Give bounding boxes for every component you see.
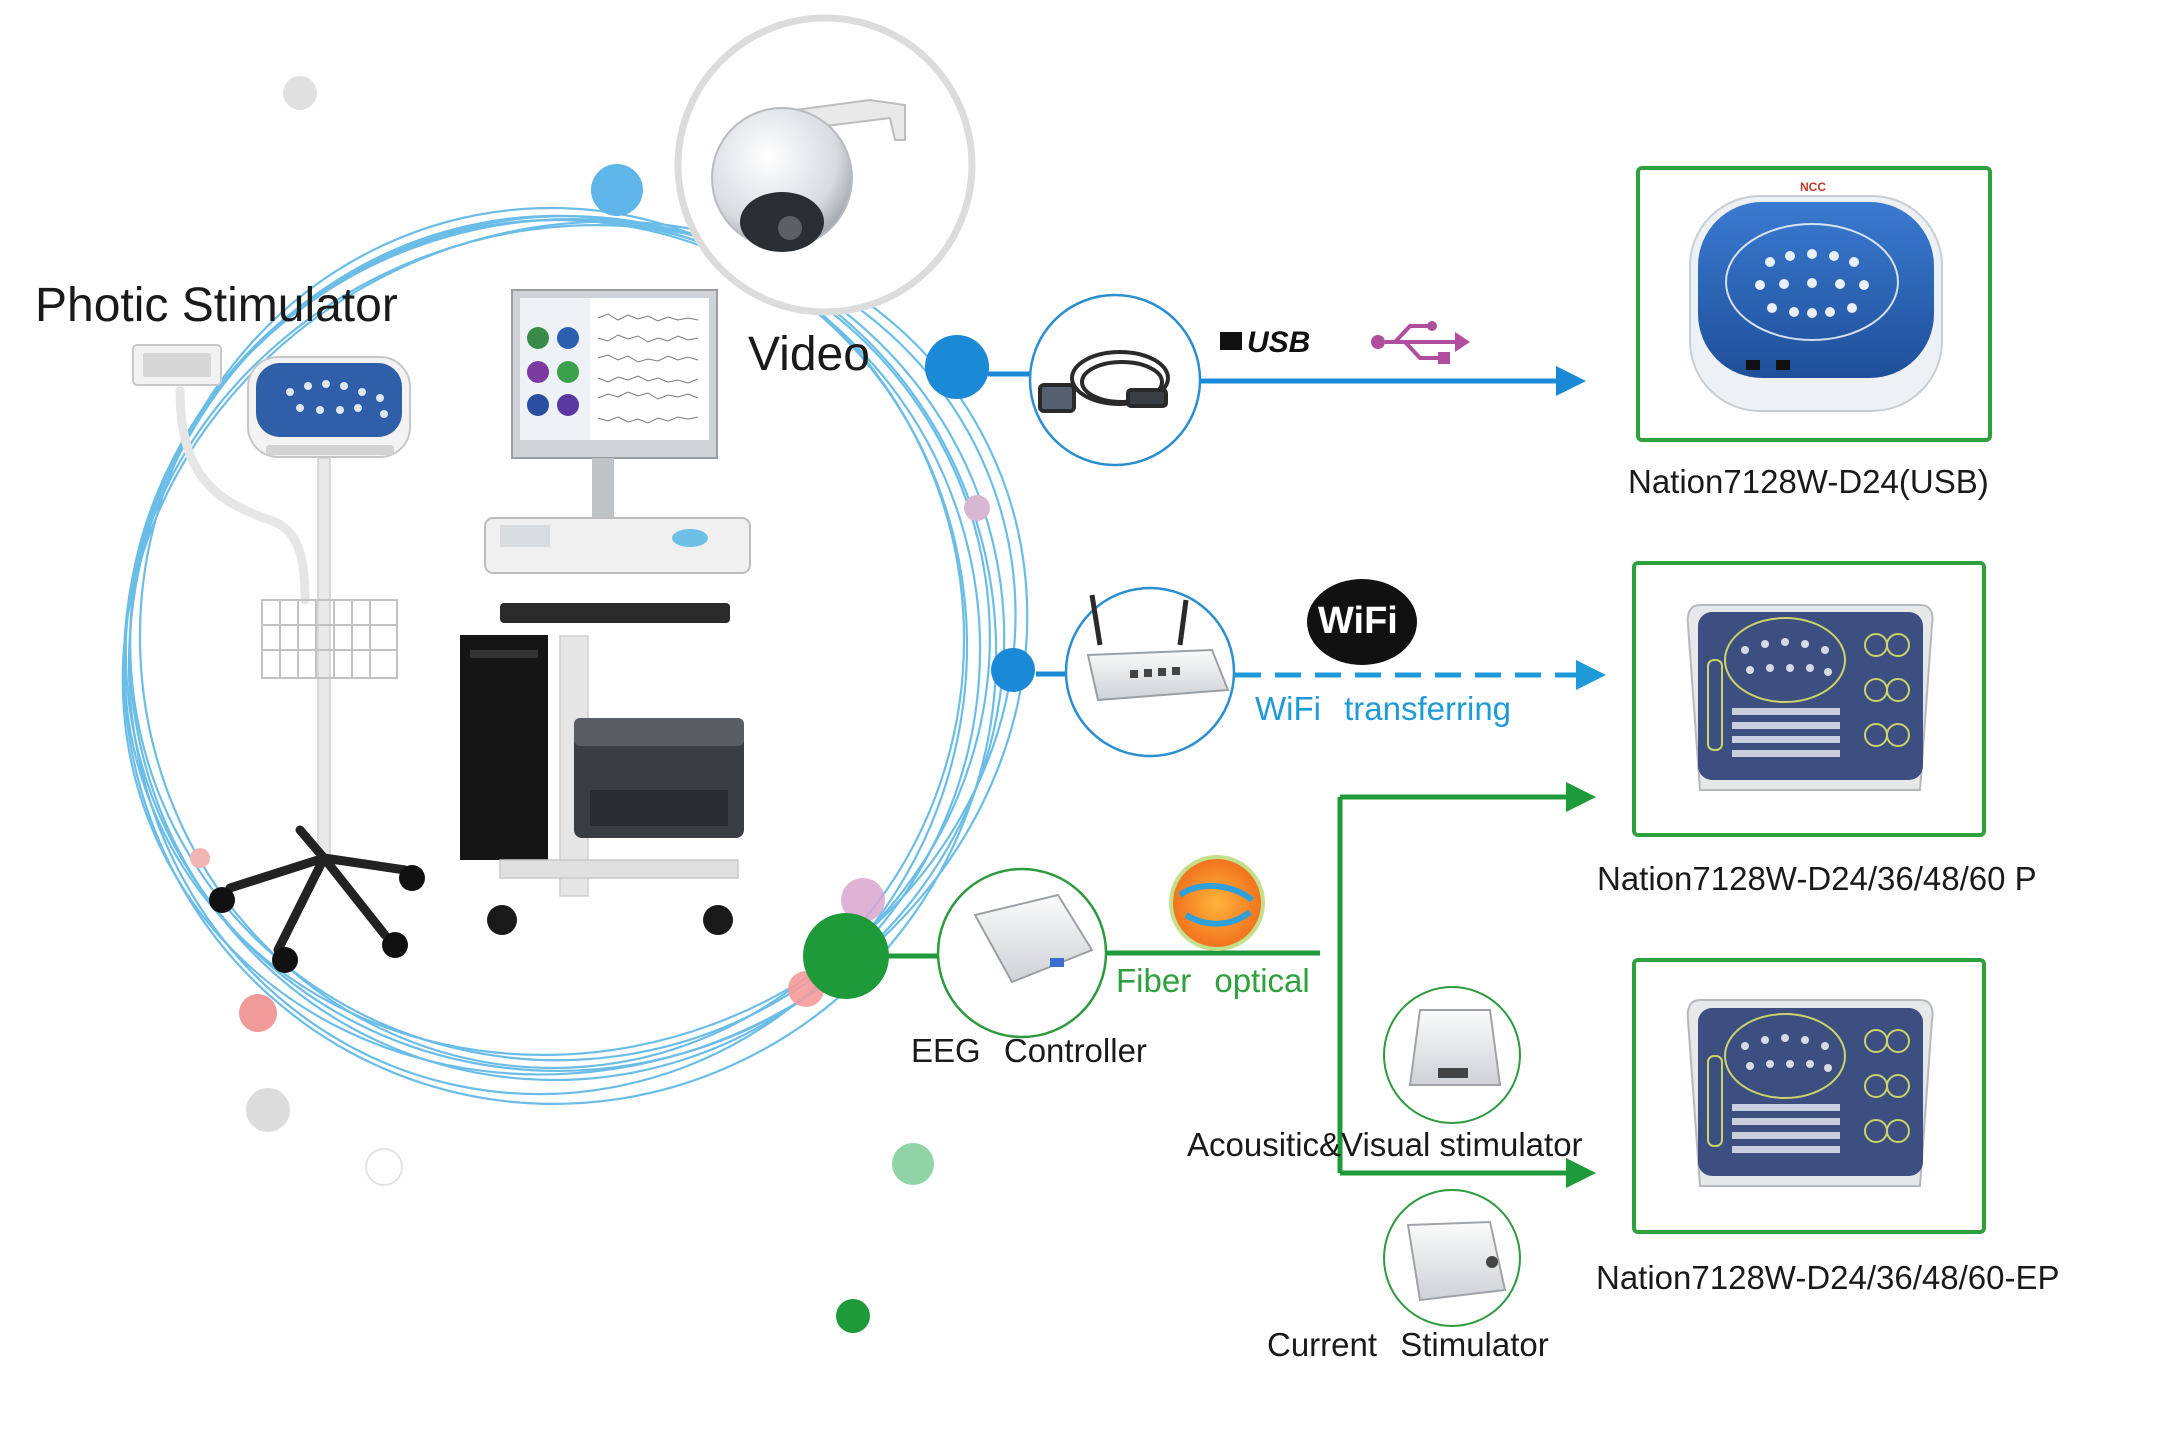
fiber-link [888,782,1596,1188]
wifi-router-icon [1086,594,1230,702]
photic-stimulator-cart [132,344,425,973]
device-p [1632,561,1986,837]
brand-mark: NCC [1800,180,1826,194]
fiber-label: Fiber optical [1116,962,1310,999]
av-stimulator-node [1383,986,1521,1124]
current-stimulator-node [1383,1189,1521,1327]
fiber-optical-icon [1169,855,1265,951]
video-label: Video [748,328,870,381]
wifi-badge-label: WiFi [1318,600,1398,642]
device-usb [1636,166,1992,442]
eeg-workstation [460,289,751,935]
photic-stimulator-label: Photic Stimulator [35,279,398,332]
ep-device-label: Nation7128W-D24/36/48/60-EP [1596,1259,2060,1296]
eeg-controller-label: EEG Controller [911,1032,1147,1069]
usb-trident-icon [1371,321,1470,364]
link-nodes [803,335,1035,999]
usb-link [988,293,1586,467]
wifi-transfer-label: WiFi transferring [1255,690,1512,727]
av-stimulator-label: Acousitic&Visual stimulator [1187,1126,1583,1163]
device-ep [1632,958,1986,1234]
usb-cable-icon [1038,350,1170,413]
decorative-dots [190,76,990,1333]
decorative-swirl [121,206,1029,1105]
p-device-label: Nation7128W-D24/36/48/60 P [1597,860,2037,897]
usb-badge-label: USB [1247,326,1311,359]
wifi-badge-icon [1307,579,1417,665]
video-camera-node [674,14,976,316]
wifi-link [1036,579,1606,758]
usb-device-label: Nation7128W-D24(USB) [1628,463,1989,500]
current-stimulator-label: Current Stimulator [1267,1326,1549,1363]
